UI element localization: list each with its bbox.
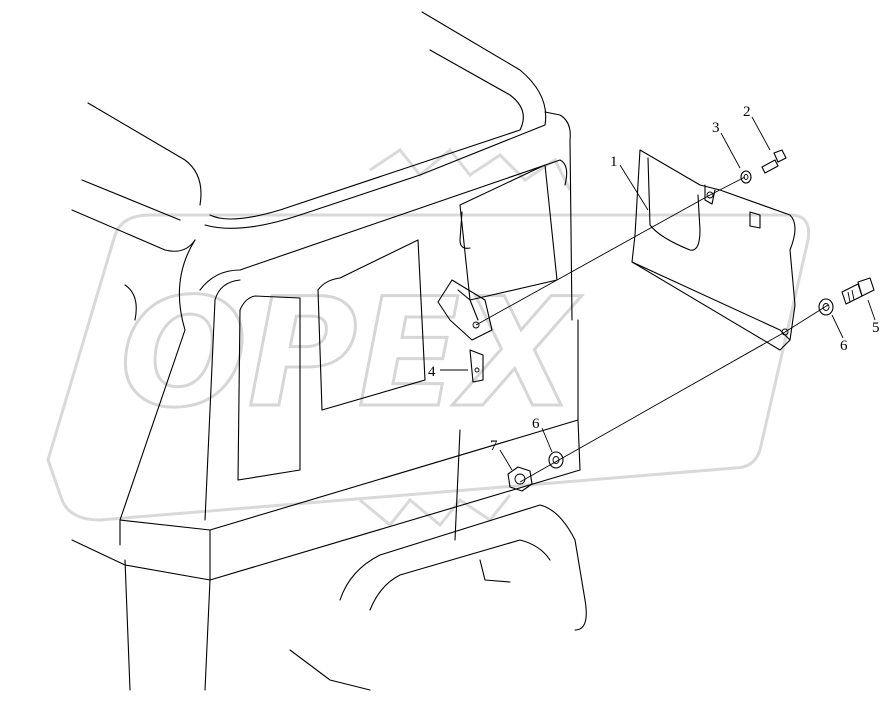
part-6-washer-right bbox=[818, 298, 834, 316]
callout-6-right: 6 bbox=[840, 338, 848, 354]
callout-6-left: 6 bbox=[532, 416, 540, 432]
assembly-axis-lines bbox=[475, 176, 829, 483]
watermark-text: OPEX bbox=[120, 267, 582, 441]
callout-1: 1 bbox=[610, 154, 618, 170]
callout-3: 3 bbox=[712, 120, 720, 136]
part-2-bolt bbox=[761, 149, 787, 174]
part-1-bracket bbox=[631, 149, 796, 351]
leader-lines bbox=[440, 116, 876, 471]
callout-2: 2 bbox=[743, 104, 751, 120]
callout-4: 4 bbox=[428, 364, 436, 380]
watermark-logo: OPEX bbox=[46, 147, 811, 528]
part-5-bolt bbox=[841, 277, 875, 305]
part-6-washer-left bbox=[548, 451, 564, 469]
callout-7: 7 bbox=[490, 438, 498, 454]
part-7-nut bbox=[507, 466, 533, 492]
callout-5: 5 bbox=[872, 320, 880, 336]
part-4-mount bbox=[437, 279, 493, 383]
part-3-washer bbox=[740, 170, 752, 184]
